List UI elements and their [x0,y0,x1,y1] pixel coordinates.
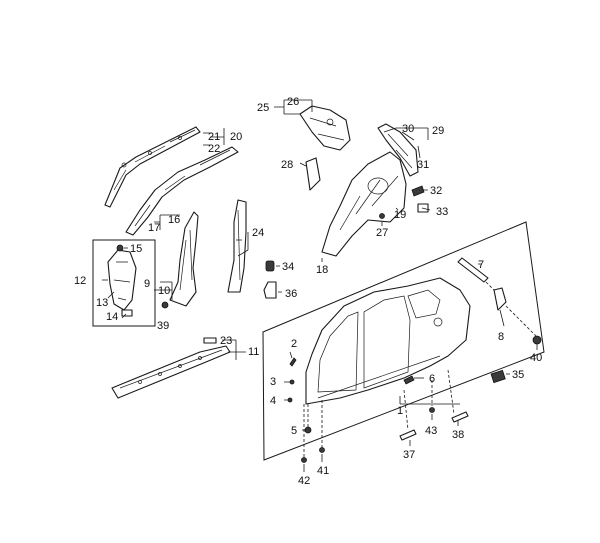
callout-1: 1 [397,405,403,417]
callout-39: 39 [157,320,169,332]
callout-5: 5 [291,425,297,437]
callout-10: 10 [158,285,170,297]
callout-17: 17 [148,222,160,234]
callout-20: 20 [230,131,242,143]
screw-43 [429,407,435,413]
tail-bracket-8 [493,287,507,311]
roof-rail-outer [104,126,201,208]
callout-31: 31 [417,159,429,171]
a-pillar-roof-rail-inner [125,146,239,236]
callout-8: 8 [498,331,504,343]
callout-41: 41 [317,465,329,477]
callout-9: 9 [144,278,150,290]
b-pillar [227,199,247,293]
roof-side-rail-7 [457,257,489,283]
callout-13: 13 [96,297,108,309]
trim-strip-38 [451,411,469,423]
callout-19: 19 [394,209,406,221]
b-pillar-bracket-36 [263,281,277,299]
callout-43: 43 [425,425,437,437]
rocker-reinforcement [111,337,231,399]
callout-30: 30 [402,123,414,135]
plug-40 [532,335,542,345]
callout-36: 36 [285,288,297,300]
callout-33: 33 [436,206,448,218]
callout-15: 15 [130,243,142,255]
callout-22: 22 [208,143,220,155]
b-pillar-bracket-34 [265,260,275,272]
callout-2: 2 [291,338,297,350]
callout-18: 18 [316,264,328,276]
bolt-4 [287,397,293,403]
callout-labels: 1 2 3 4 5 6 7 8 9 10 11 12 13 14 15 16 1… [74,96,542,487]
callout-28: 28 [281,159,293,171]
callout-16: 16 [168,214,180,226]
callout-38: 38 [452,429,464,441]
callout-34: 34 [282,261,294,273]
bolt-3 [289,379,295,385]
callout-6: 6 [429,373,435,385]
callout-3: 3 [270,376,276,388]
clip-27 [379,213,385,219]
quarter-bracket-32 [411,185,425,197]
callout-14: 14 [106,311,118,323]
hinge-pillar-reinforcement [107,244,137,317]
clip-6 [403,375,415,385]
callout-24: 24 [252,227,264,239]
callout-29: 29 [432,125,444,137]
callout-32: 32 [430,185,442,197]
callout-21: 21 [208,131,220,143]
callout-25: 25 [257,102,269,114]
callout-12: 12 [74,275,86,287]
callout-35: 35 [512,369,524,381]
callout-42: 42 [298,475,310,487]
dashed-assembly-lines [303,281,537,460]
pad-35 [490,369,506,384]
body-side-outer-panel [305,277,471,405]
d-pillar-upper [377,123,419,177]
callout-37: 37 [403,449,415,461]
callout-11: 11 [248,346,259,358]
trim-strip-37 [399,429,417,441]
callout-27: 27 [376,227,388,239]
quarter-inner-panel [321,151,407,257]
assembly-frame-12 [92,239,156,327]
callout-4: 4 [270,395,276,407]
screw-41 [319,447,325,453]
c-pillar-upper [299,105,351,151]
bolt-2 [289,357,297,367]
leader-lines [102,99,538,472]
a-pillar-lower [169,211,199,307]
grommet-39 [161,301,169,309]
callout-23: 23 [220,335,232,347]
callout-7: 7 [478,259,484,271]
assembly-frame-1 [262,221,545,461]
callout-40: 40 [530,352,542,364]
c-pillar-bracket-28 [305,157,321,191]
callout-26: 26 [287,96,299,108]
